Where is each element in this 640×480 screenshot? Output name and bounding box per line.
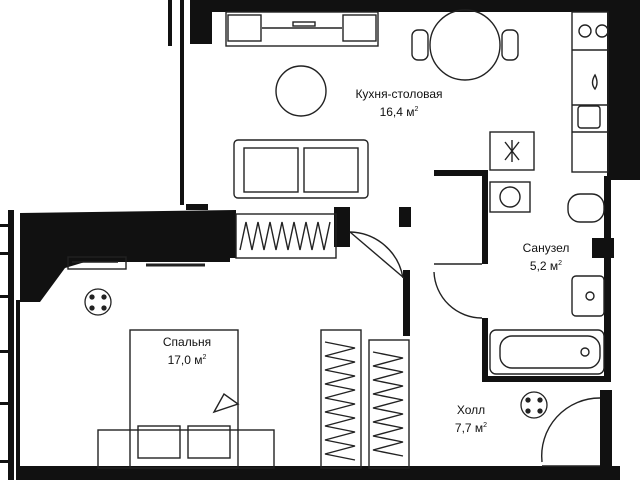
- room-name: Спальня: [162, 335, 212, 349]
- room-area: 16,4 м2: [379, 105, 419, 119]
- ceiling-light-icon: [84, 288, 548, 419]
- room-area: 7,7 м2: [454, 421, 488, 435]
- room-name: Кухня-столовая: [355, 87, 443, 101]
- furniture: [67, 9, 609, 469]
- room-area: 17,0 м2: [167, 353, 207, 367]
- room-area: 5,2 м2: [529, 259, 563, 273]
- room-label-hall: Холл 7,7 м2: [455, 402, 487, 436]
- room-name: Холл: [456, 403, 486, 417]
- room-label-bathroom: Санузел 5,2 м2: [523, 240, 570, 274]
- room-label-bedroom: Спальня 17,0 м2: [163, 334, 211, 368]
- room-name: Санузел: [522, 241, 570, 255]
- room-label-kitchen: Кухня-столовая 16,4 м2: [355, 86, 442, 120]
